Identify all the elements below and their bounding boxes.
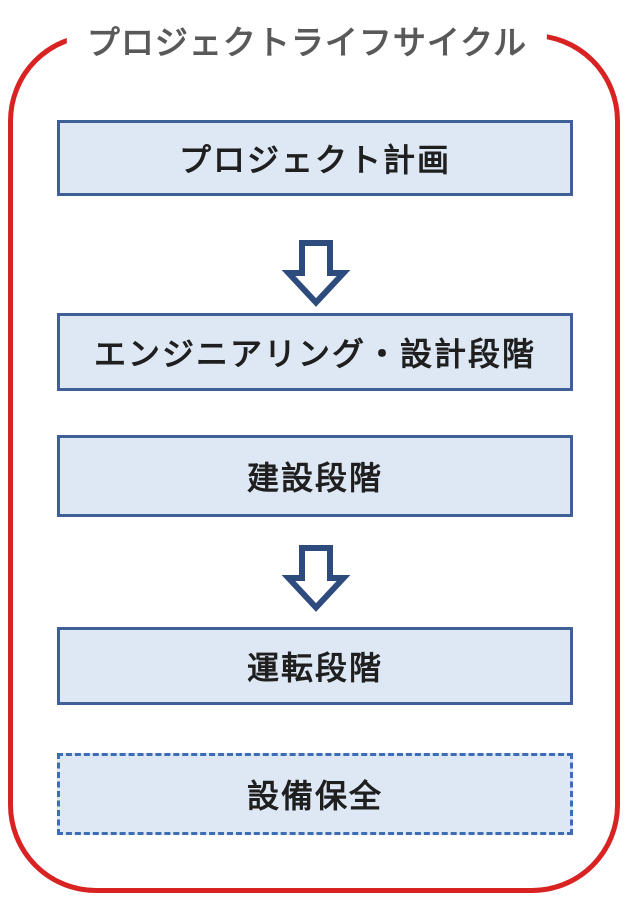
phase-box-project-planning: プロジェクト計画 [57,120,573,196]
phase-box-label: エンジニアリング・設計段階 [93,336,536,372]
diagram-title: プロジェクトライフサイクル [66,20,548,66]
phase-box-engineering-design: エンジニアリング・設計段階 [57,313,573,391]
phase-box-construction: 建設段階 [57,435,573,517]
down-arrow-icon [281,240,351,307]
phase-box-operation: 運転段階 [57,627,573,705]
down-arrow-icon [281,545,351,612]
phase-box-label: 建設段階 [246,460,383,496]
phase-box-label: 運転段階 [246,650,383,686]
phase-box-equipment-maintenance: 設備保全 [57,753,573,835]
phase-box-label: 設備保全 [246,778,383,814]
phase-box-label: プロジェクト計画 [178,142,451,178]
